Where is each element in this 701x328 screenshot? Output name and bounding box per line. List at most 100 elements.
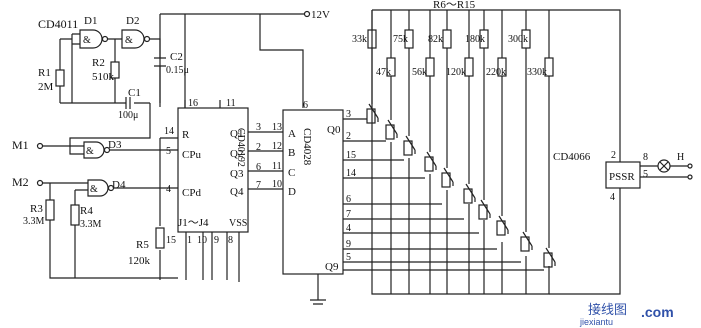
pssr-pin-4: 4	[610, 192, 615, 203]
c1-label: C1	[128, 87, 141, 99]
cd4066-label: CD4066	[553, 151, 591, 163]
pin-9-num: 9	[214, 235, 219, 246]
ladder-resistor	[442, 29, 452, 49]
r3-label: R3	[30, 203, 43, 215]
r4-resistor	[70, 204, 80, 226]
decoder-output-pin: 9	[346, 239, 351, 250]
m2-terminal	[36, 179, 44, 187]
pin-8-num: 8	[228, 235, 233, 246]
analog-switch	[368, 103, 379, 122]
ladder-label: R6～R15	[433, 0, 476, 11]
pssr-pin-8: 8	[643, 152, 648, 163]
pin-q4-name: Q4	[230, 186, 244, 198]
input-section: M1 M2 D3 D4 & & R3 3.3M R4 3.3M	[12, 110, 178, 279]
pin-11-num: 11	[226, 98, 236, 109]
switch-body	[385, 124, 395, 140]
r5-label: R5	[136, 239, 149, 251]
switch-body	[478, 204, 488, 220]
lamp-icon	[657, 159, 671, 173]
switch-body	[366, 108, 376, 124]
vss-label: VSS	[229, 218, 247, 229]
switch-body	[496, 220, 506, 236]
c2-label: C2	[170, 51, 183, 63]
switch-body	[403, 140, 413, 156]
input-wires	[42, 110, 178, 279]
r5-value: 120k	[128, 255, 151, 267]
switch-body	[520, 236, 530, 252]
cd4028-pin-top: 6	[303, 100, 308, 111]
pin-cpd-name: CPd	[182, 187, 201, 199]
cd4028-in-c-num: 11	[272, 161, 282, 172]
d2-label: D2	[126, 15, 139, 27]
r2-value: 510k	[92, 71, 115, 83]
r5-resistor	[155, 227, 165, 249]
cd4028-body	[282, 109, 344, 275]
cd4028-chip: CD4028 6 A B C D 13 12 11 10 Q0 Q9	[272, 100, 344, 305]
pin-q3-num: 6	[256, 162, 261, 173]
resistor-ladder: R6～R15 CD4066 33k 75k 82k 180k 300k 47k …	[343, 0, 591, 295]
cd4028-in-d: D	[288, 186, 296, 198]
cd4028-in-a-num: 13	[272, 122, 282, 133]
res-bot-4: 330k	[527, 67, 547, 78]
pin-cpu-num: 5	[166, 146, 171, 157]
lamp-label: H	[677, 152, 684, 163]
pssr-section: PSSR 2 8 5 4 H	[549, 9, 693, 295]
decoder-output-pin: 4	[346, 223, 351, 234]
ladder-resistor	[425, 57, 435, 77]
j-label: J1～J4	[178, 217, 209, 229]
m1-label: M1	[12, 138, 29, 152]
gate-d2-bubble	[143, 35, 151, 43]
res-bot-0: 47k	[376, 67, 391, 78]
supply-section: 12V C2 0.15μ	[154, 9, 330, 108]
pssr-wires	[549, 9, 688, 295]
cd4028-in-b-num: 12	[272, 141, 282, 152]
cd4028-out-q0: Q0	[327, 124, 341, 136]
watermark: 接线图 jiexiantu .com	[579, 302, 674, 327]
decoder-output-pin: 6	[346, 194, 351, 205]
pin-q2-name: Q2	[230, 148, 243, 160]
gate-d1-symbol: &	[83, 35, 91, 46]
gate-d2-symbol: &	[125, 35, 133, 46]
pin-q4-num: 7	[256, 180, 261, 191]
pssr-label: PSSR	[609, 171, 635, 183]
analog-switch	[545, 247, 556, 266]
analog-switch	[522, 231, 533, 250]
gate-d2	[121, 29, 145, 49]
pin-q3-name: Q3	[230, 168, 244, 180]
analog-switch	[498, 215, 509, 234]
cd4028-in-b: B	[288, 147, 295, 159]
d4-label: D4	[112, 179, 126, 191]
c1-capacitor	[125, 97, 131, 109]
mains-terminal-2	[687, 174, 693, 180]
res-top-2: 82k	[428, 34, 443, 45]
supply-terminal	[303, 10, 311, 18]
r4-label: R4	[80, 205, 93, 217]
analog-switch	[443, 167, 454, 186]
cd4028-in-a: A	[288, 128, 296, 140]
c2-value: 0.15μ	[166, 65, 189, 76]
pin-q1-name: Q1	[230, 128, 243, 140]
switch-body	[463, 188, 473, 204]
r2-resistor	[110, 61, 120, 79]
analog-switch	[387, 119, 398, 138]
pin-cpd-num: 4	[166, 184, 171, 195]
gate-d4-symbol: &	[90, 184, 98, 195]
watermark-domain: .com	[641, 304, 674, 320]
decoder-output-pin: 5	[346, 252, 351, 263]
cd4028-out-q9: Q9	[325, 261, 339, 273]
pssr-pin-5: 5	[643, 169, 648, 180]
res-top-0: 33k	[352, 34, 367, 45]
lamp-cross	[659, 161, 669, 171]
d1-label: D1	[84, 15, 97, 27]
analog-switch	[465, 183, 476, 202]
gate-d3-symbol: &	[86, 146, 94, 157]
m1-terminal	[36, 142, 44, 150]
supply-label: 12V	[311, 9, 330, 21]
pin-15-num: 15	[166, 235, 176, 246]
cd4028-in-d-num: 10	[272, 179, 282, 190]
res-top-3: 180k	[465, 34, 485, 45]
cd4028-in-c: C	[288, 167, 295, 179]
pin-cpu-name: CPu	[182, 149, 201, 161]
pssr-pin-2: 2	[611, 150, 616, 161]
